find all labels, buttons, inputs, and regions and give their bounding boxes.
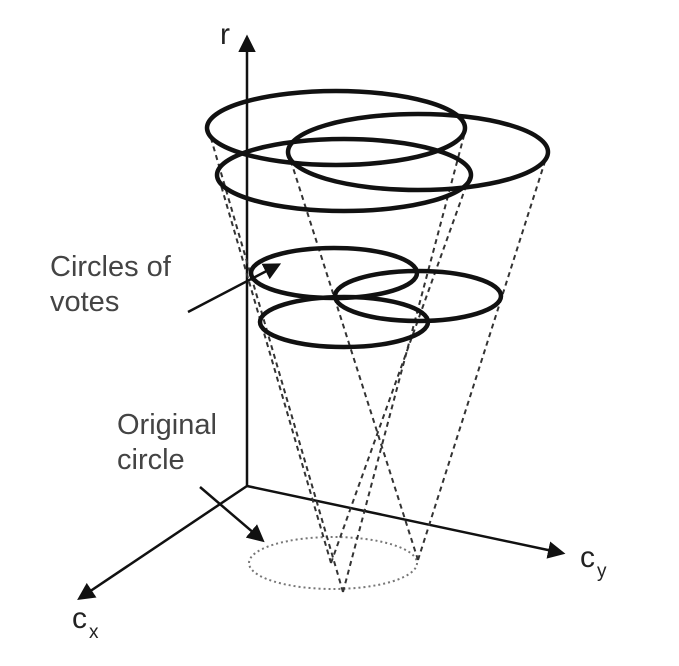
vote-circles-upper — [204, 88, 551, 214]
circles-of-votes-annotation: Circles of votes — [50, 250, 171, 321]
cone-front-generators — [217, 174, 471, 564]
r-axis-label: r — [220, 18, 230, 51]
cx-axis-subscript: x — [89, 622, 99, 643]
original-circle-annotation: Original circle — [117, 408, 217, 479]
cone-middle-generators — [287, 151, 549, 561]
circles-of-votes-line2: votes — [50, 286, 120, 319]
vote-circle-lower-front — [257, 294, 431, 350]
cy-axis-letter: c — [580, 541, 595, 574]
cy-axis-subscript: y — [597, 561, 607, 582]
cx-axis — [77, 484, 248, 600]
original-circle-line1: Original — [117, 409, 217, 441]
vote-circle-upper-front — [214, 136, 474, 214]
original-circle — [248, 536, 418, 590]
vote-circles-lower — [248, 245, 504, 350]
vote-circle-upper-right — [285, 111, 551, 193]
votes-pointer-arrow — [187, 263, 282, 314]
cy-axis — [246, 484, 566, 559]
cone-left-generators — [207, 127, 467, 593]
original-pointer-arrow — [199, 486, 265, 543]
circles-of-votes-line1: Circles of — [50, 251, 171, 283]
cx-axis-letter: c — [72, 602, 87, 635]
vote-circle-upper-left — [204, 88, 468, 168]
original-circle-line2: circle — [117, 444, 185, 477]
